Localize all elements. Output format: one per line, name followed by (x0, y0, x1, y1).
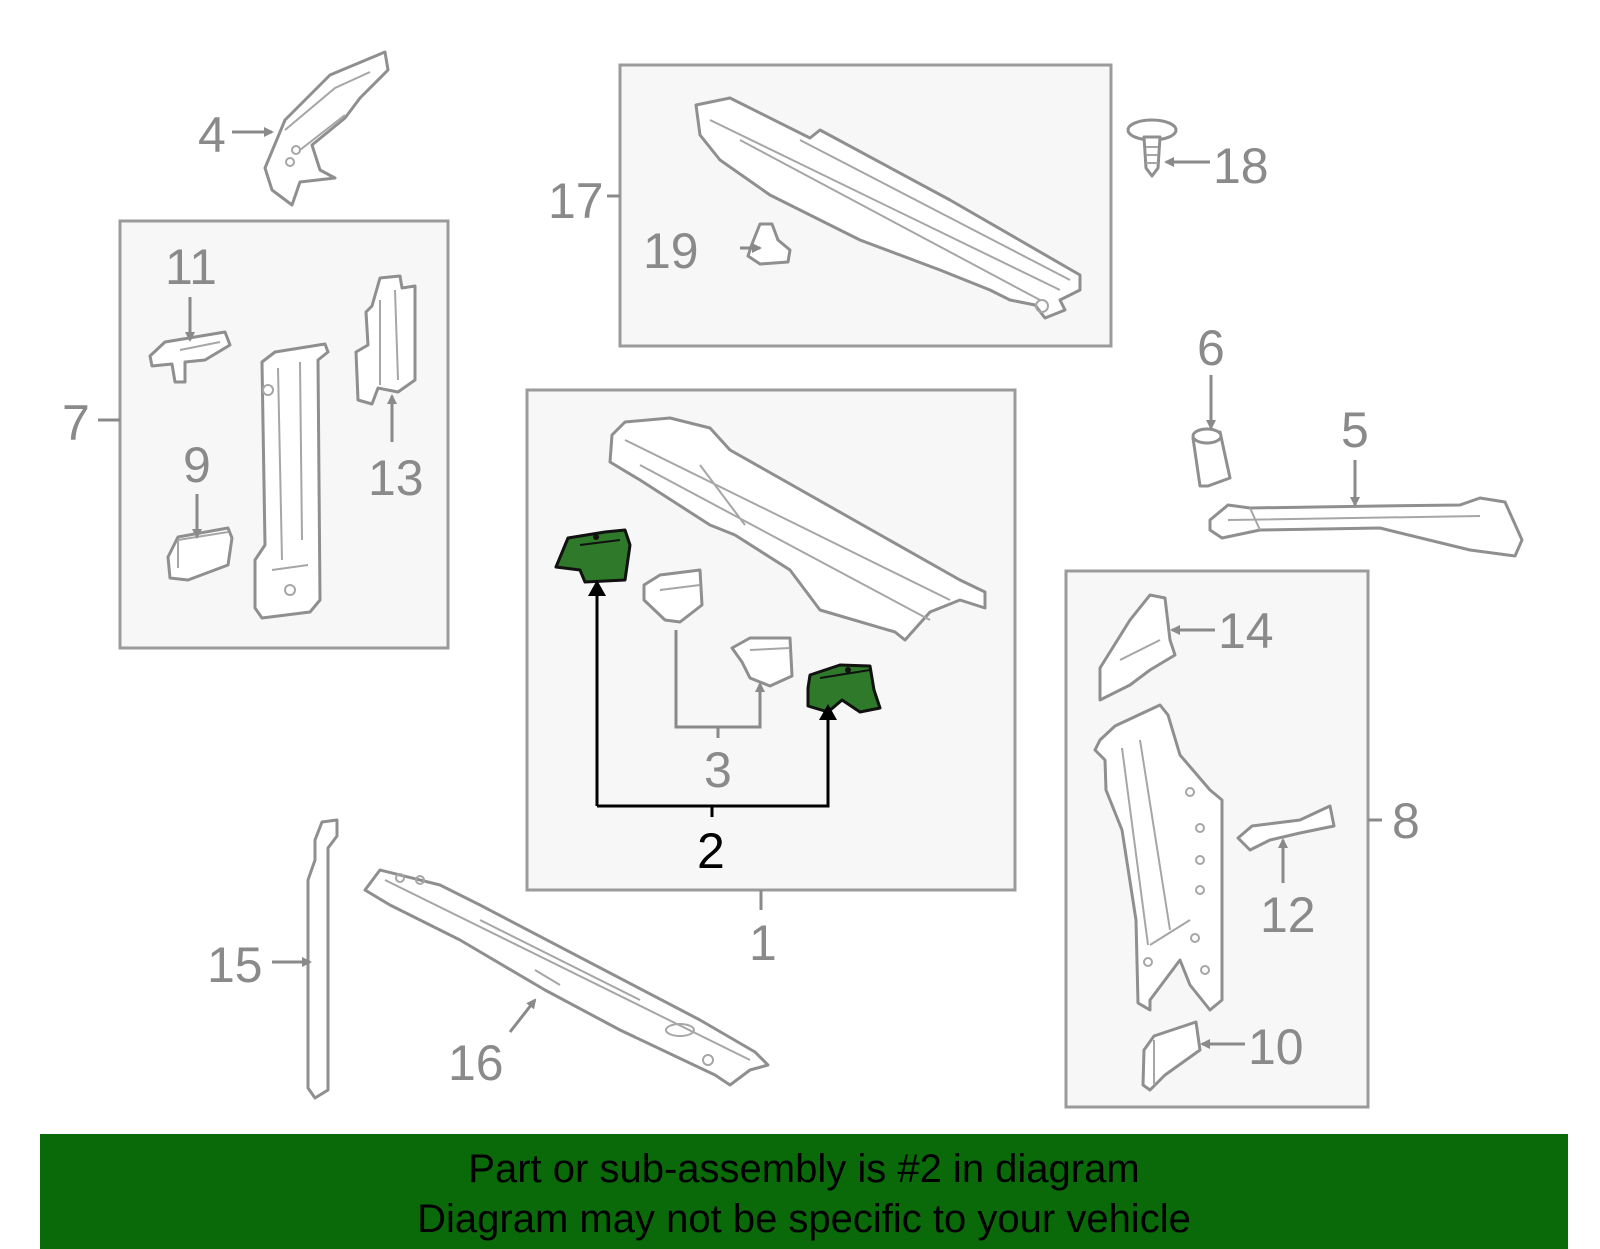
label-2: 2 (697, 823, 725, 879)
part-2-bracket-right[interactable] (806, 663, 882, 714)
part-3-bracket-left[interactable] (642, 568, 704, 624)
info-banner: Part or sub-assembly is #2 in diagram Di… (40, 1134, 1568, 1249)
label-17: 17 (548, 173, 604, 229)
label-10: 10 (1248, 1019, 1304, 1075)
label-11: 11 (165, 239, 217, 295)
leader-lines-part-2 (588, 580, 837, 817)
part-15-seal[interactable] (306, 818, 339, 1100)
label-15: 15 (207, 937, 263, 993)
label-4: 4 (198, 107, 226, 163)
label-6: 6 (1197, 320, 1225, 376)
part-11-clip[interactable] (148, 330, 232, 384)
label-8: 8 (1392, 793, 1420, 849)
part-5-lower-support[interactable] (1208, 496, 1524, 558)
part-18-screw[interactable] (1126, 118, 1178, 178)
banner-line-1: Part or sub-assembly is #2 in diagram (468, 1147, 1140, 1191)
label-9: 9 (183, 437, 211, 493)
label-14: 14 (1218, 603, 1274, 659)
part-4-bracket[interactable] (263, 50, 390, 207)
part-2-bracket-left[interactable] (554, 528, 632, 584)
banner-line-2: Diagram may not be specific to your vehi… (417, 1197, 1191, 1241)
label-5: 5 (1341, 402, 1369, 458)
part-8-side-member[interactable] (1093, 703, 1224, 1012)
label-3: 3 (704, 742, 732, 798)
leader-lines (98, 127, 1382, 1049)
label-16: 16 (448, 1035, 504, 1091)
part-10-bracket[interactable] (1141, 1020, 1202, 1092)
parts-diagram: 4 17 19 18 11 13 7 9 6 5 14 8 12 10 3 2 … (62, 50, 1524, 1109)
part-19-clip[interactable] (746, 222, 792, 266)
label-7: 7 (62, 395, 90, 451)
part-14-bracket[interactable] (1098, 593, 1177, 702)
part-6-bushing[interactable] (1191, 427, 1232, 488)
part-13-bracket[interactable] (354, 274, 417, 406)
part-3-bracket-right[interactable] (730, 636, 794, 688)
label-18: 18 (1213, 138, 1269, 194)
part-17-reinforcement[interactable] (694, 96, 1082, 320)
label-12: 12 (1260, 887, 1316, 943)
label-19: 19 (643, 223, 699, 279)
part-9-block[interactable] (166, 526, 234, 582)
part-12-bracket[interactable] (1236, 804, 1336, 852)
part-7-side-member[interactable] (253, 342, 330, 620)
label-13: 13 (368, 450, 424, 506)
part-16-lower-crossmember[interactable] (363, 868, 770, 1087)
label-1: 1 (749, 915, 777, 971)
part-1-upper-support[interactable] (608, 416, 987, 642)
